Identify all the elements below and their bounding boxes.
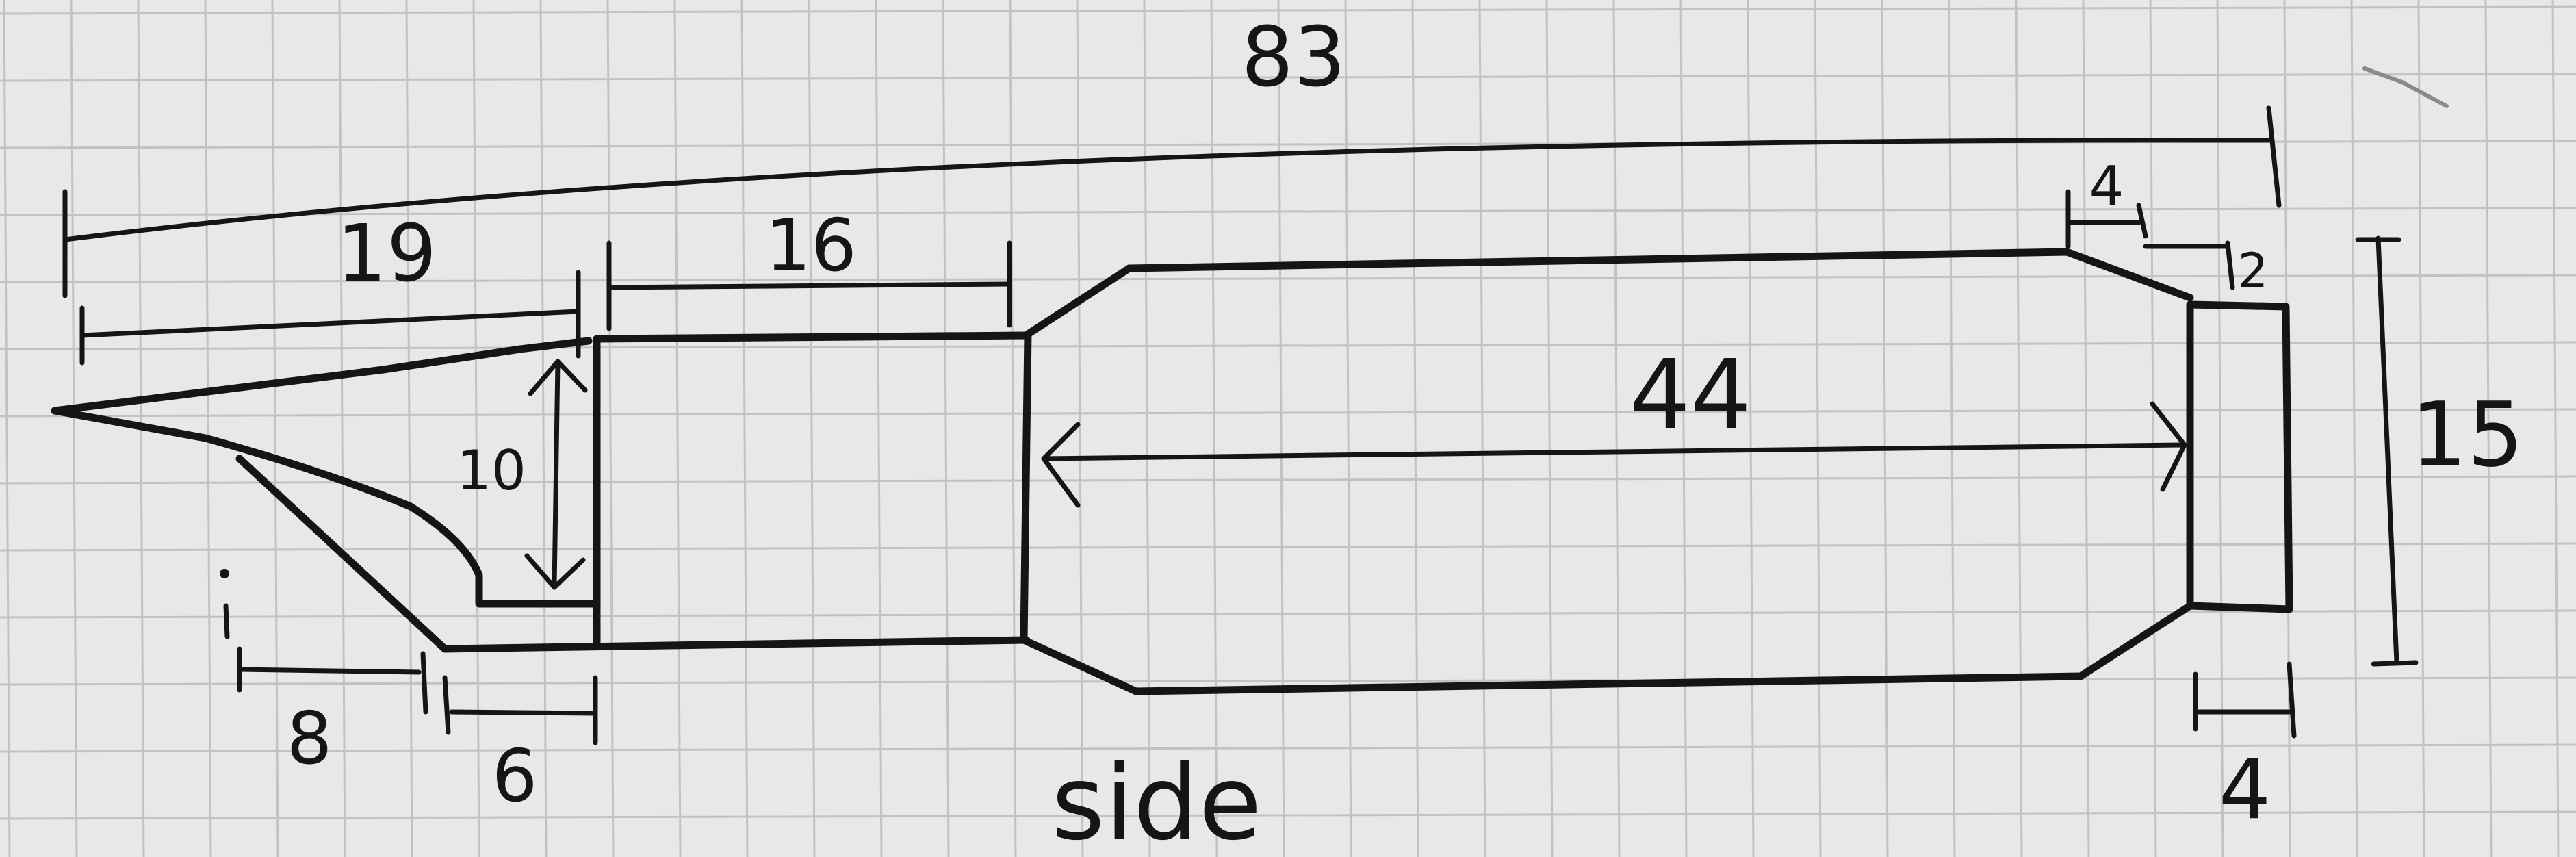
label-rear-step-height: 2: [2238, 243, 2269, 299]
rear-step-height-tick: [2225, 240, 2235, 290]
grid-line-vertical: [539, 0, 548, 857]
label-rear-step-width: 4: [2089, 155, 2124, 218]
grid-line-vertical: [2484, 0, 2493, 857]
grid-line-horizontal: [0, 743, 2576, 753]
grid-line-vertical: [2015, 0, 2023, 857]
grid-line-horizontal: [0, 207, 2576, 216]
rear-tail-width-right-tick: [2287, 661, 2297, 739]
label-lower-offset: 8: [287, 697, 333, 780]
grid-line-vertical: [1344, 0, 1352, 857]
grid-line-vertical: [875, 0, 883, 857]
grid-line-horizontal: [0, 676, 2576, 686]
grid-line-vertical: [1814, 0, 1822, 857]
grid-line-vertical: [1411, 0, 1419, 857]
grid-line-vertical: [3, 0, 11, 857]
body-front-edge: [1020, 330, 1032, 644]
part-outline: [51, 248, 2293, 695]
grid-line-vertical: [1545, 0, 1554, 857]
stray-mark: [2362, 66, 2449, 108]
grid-line-horizontal: [0, 408, 2576, 418]
grid-line-horizontal: [0, 609, 2576, 619]
front-length-line: [79, 309, 581, 338]
grid-line-vertical: [472, 0, 480, 857]
label-front-height: 10: [456, 439, 526, 502]
grid-line-vertical: [808, 0, 816, 857]
grid-line-vertical: [2149, 0, 2157, 857]
grid-line-vertical: [70, 0, 78, 857]
grid-line-horizontal: [0, 542, 2576, 552]
overall-length-line: [62, 138, 2271, 242]
dimension-labels: 83 19 16 44 10 15 4 2 4 8 6 side: [287, 10, 2524, 857]
grid-line-vertical: [1948, 0, 1956, 857]
grid-line-horizontal: [0, 810, 2576, 820]
lower-base-line: [449, 709, 598, 716]
label-body-length: 44: [1630, 340, 1751, 451]
overall-height-line: [2375, 235, 2399, 665]
dimension-lines: [62, 105, 2419, 745]
nose-upper-edge: [51, 337, 593, 415]
lower-offset-line: [237, 667, 422, 675]
body-length-right-arrow: [2150, 401, 2187, 492]
pencil-dot: [220, 569, 229, 578]
front-height-bottom-arrow: [524, 553, 586, 590]
grid-line-vertical: [1881, 0, 1889, 857]
tail-block: [2186, 300, 2293, 613]
body-upper-bevel: [1024, 264, 1133, 338]
grid-line-vertical: [405, 0, 413, 857]
grid-line-vertical: [1076, 0, 1084, 857]
grid-line-vertical: [606, 0, 615, 857]
view-label-side: side: [1051, 744, 1261, 857]
body-bottom-edge: [1132, 602, 2194, 695]
grid-line-vertical: [2551, 0, 2560, 857]
body-length-line: [1041, 442, 2186, 461]
rear-step-width-right-tick: [2136, 203, 2148, 239]
label-overall-length: 83: [1241, 10, 1346, 105]
grid-line-horizontal: [0, 341, 2576, 350]
lower-offset-right-tick: [420, 651, 428, 715]
overall-length-right-tick: [2266, 105, 2282, 208]
bottom-edge-front: [441, 636, 1031, 653]
pencil-mark: [223, 603, 230, 639]
grid-line-horizontal: [0, 5, 2576, 15]
body-lower-bevel: [1020, 636, 1140, 695]
grid-line-vertical: [1478, 0, 1486, 857]
grid-line-vertical: [2216, 0, 2224, 857]
front-height-line: [552, 359, 561, 590]
body-top-edge: [1125, 248, 2194, 302]
top-edge-front: [593, 331, 1031, 343]
grid-line-vertical: [2350, 0, 2358, 857]
label-front-section: 19: [337, 208, 437, 300]
grid-line-vertical: [1009, 0, 1017, 857]
grid-line-vertical: [1612, 0, 1621, 857]
grid-line-vertical: [271, 0, 279, 857]
grid-line-vertical: [740, 0, 749, 857]
grid-line-vertical: [204, 0, 212, 857]
label-overall-height: 15: [2410, 383, 2523, 487]
label-middle-section: 16: [765, 204, 857, 287]
body-length-left-arrow: [1041, 422, 1081, 508]
grid-line-horizontal: [0, 274, 2576, 283]
nose-underside-chamfer: [235, 455, 449, 653]
grid-line-vertical: [942, 0, 950, 857]
grid-line-vertical: [1277, 0, 1285, 857]
nose-lower-curve: [51, 407, 600, 608]
middle-length-line: [606, 281, 1012, 290]
label-rear-tail-width: 4: [2219, 743, 2271, 838]
grid-line-vertical: [2417, 0, 2425, 857]
grid-line-vertical: [1210, 0, 1218, 857]
label-lower-base: 6: [492, 734, 538, 818]
overall-height-bottom-tick: [2371, 660, 2419, 667]
grid-line-vertical: [673, 0, 682, 857]
front-height-top-arrow: [528, 359, 588, 396]
grid-line-vertical: [338, 0, 346, 857]
grid-line-horizontal: [0, 73, 2576, 82]
grid-line-vertical: [2082, 0, 2090, 857]
lower-base-left-tick: [442, 675, 451, 735]
grid-line-vertical: [1143, 0, 1151, 857]
grid-line-horizontal: [0, 475, 2576, 485]
